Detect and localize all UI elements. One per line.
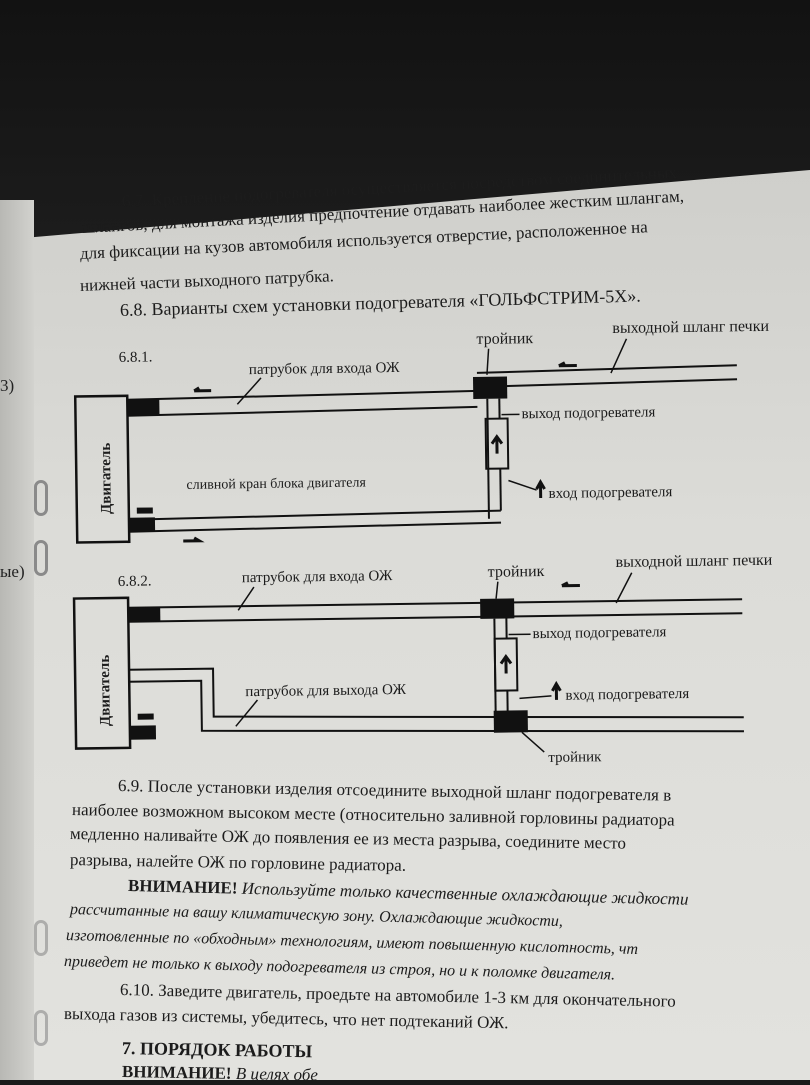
diagram2-heater-in-label: вход подогревателя <box>565 686 689 704</box>
diagram2-inlet-pipe-label: патрубок для входа ОЖ <box>242 568 393 586</box>
diagram1-number: 6.8.1. <box>119 349 153 365</box>
warning-label: ВНИМАНИЕ! <box>128 876 238 898</box>
diagram1-heater-in-label: вход подогревателя <box>549 484 673 502</box>
diagram2-engine-label: Двигатель <box>97 655 114 727</box>
section-7-warning-fragment: В целях обе <box>236 1064 318 1084</box>
diagram2-number: 6.8.2. <box>118 573 152 589</box>
diagram1-pipe-fitting <box>127 399 159 415</box>
diagram1-tee-label: тройник <box>476 330 533 348</box>
diagram1-tee-block <box>473 376 507 398</box>
drain-valve-icon <box>137 507 153 513</box>
diagram1-engine-label: Двигатель <box>98 443 115 515</box>
diagram2-tee-top-block <box>480 598 514 618</box>
section-7-warning: ВНИМАНИЕ! В целях обе <box>122 1062 318 1085</box>
diagram2-heater-hose-label: выходной шланг печки <box>615 552 772 571</box>
diagram1-heater-out-label: выход подогревателя <box>521 404 655 422</box>
diagram2-tee-bottom-block <box>494 710 528 732</box>
diagram2-heater-out-label: выход подогревателя <box>532 624 666 642</box>
diagram2-tee-top-label: тройник <box>488 563 545 581</box>
diagram1-inlet-pipe-label: патрубок для входа ОЖ <box>249 360 400 378</box>
section-7-title: 7. ПОРЯДОК РАБОТЫ <box>122 1038 313 1061</box>
diagram1-heater-hose-label: выходной шланг печки <box>612 318 769 337</box>
drain-valve-icon <box>138 713 154 719</box>
diagram2-outlet-pipe-label: патрубок для выхода ОЖ <box>245 682 406 700</box>
diagram1-drain-label: сливной кран блока двигателя <box>186 475 366 493</box>
diagram2-tee-bottom-label: тройник <box>548 749 602 766</box>
